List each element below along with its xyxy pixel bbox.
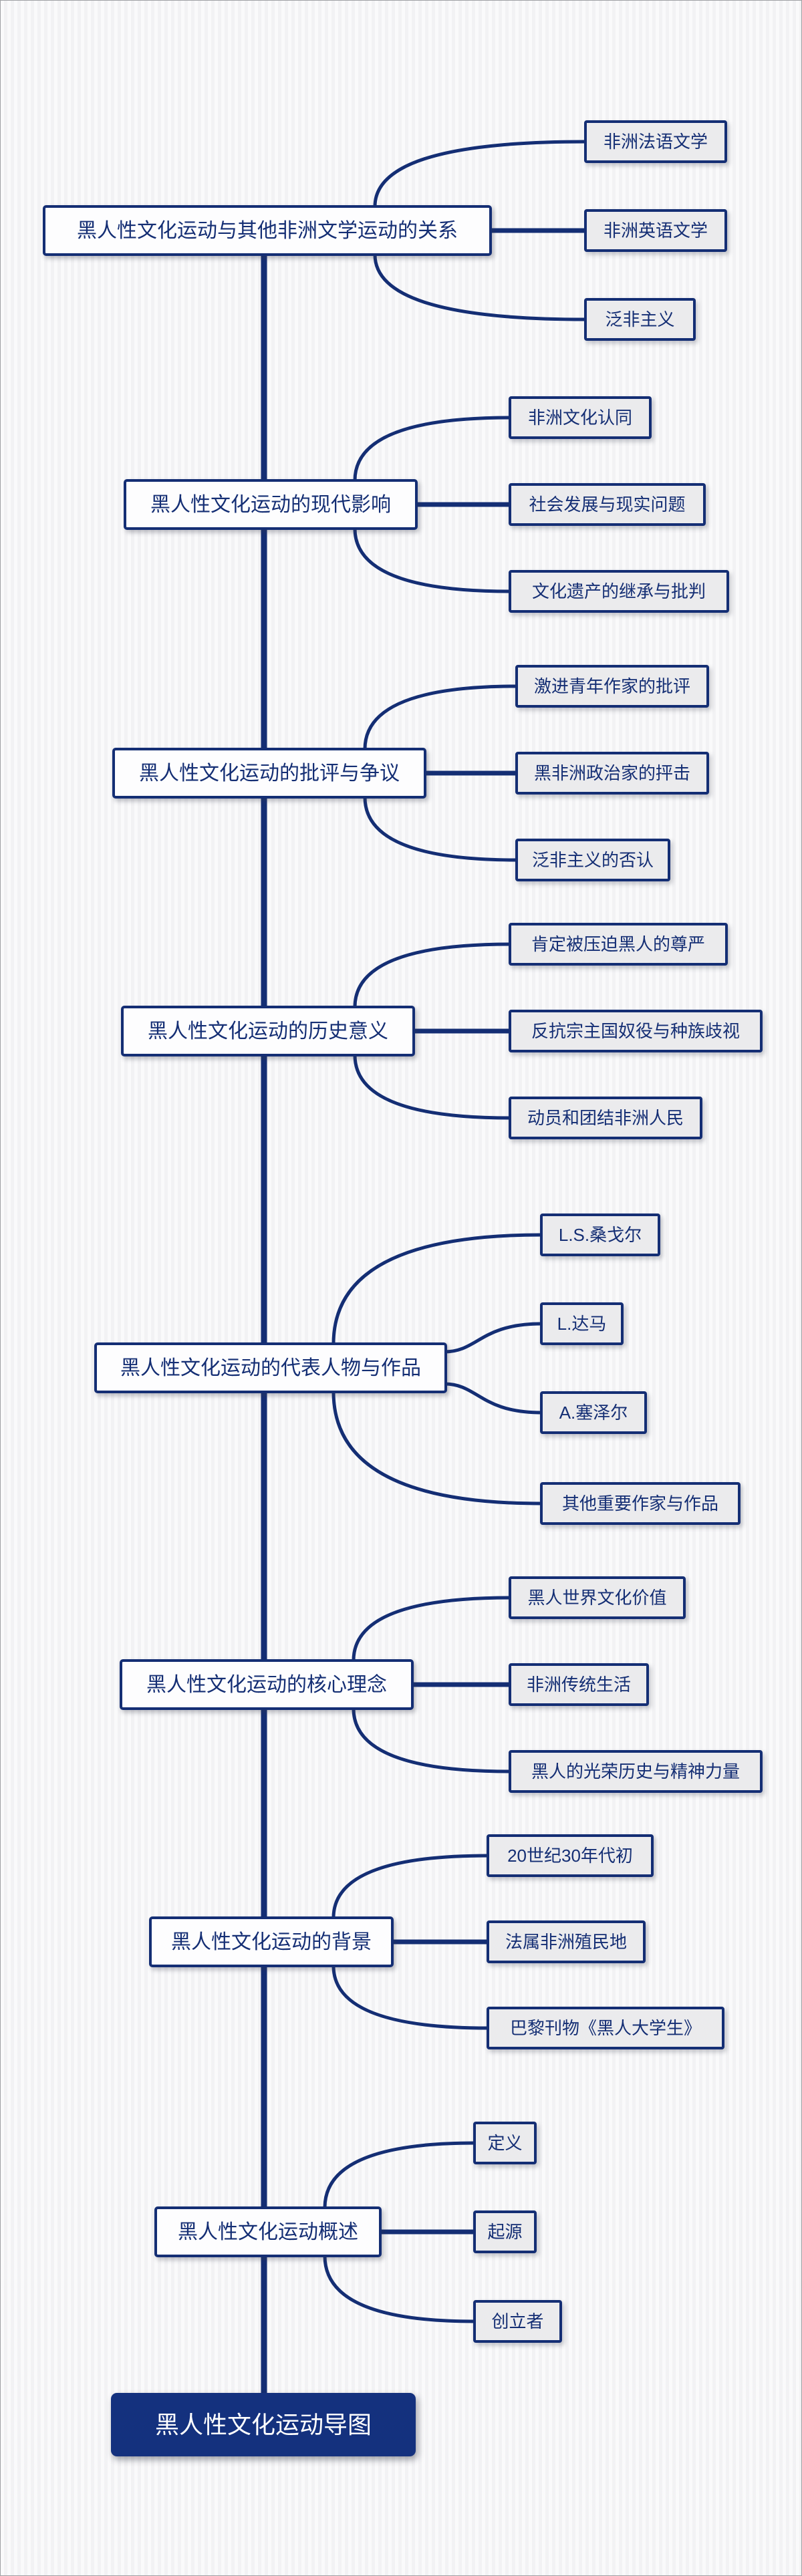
subtopic-african-anglophone-literature[interactable]: 非洲英语文学	[584, 209, 727, 252]
subtopic-origin[interactable]: 起源	[473, 2210, 537, 2253]
connector	[331, 1233, 543, 1346]
subtopic-paris-journal-black-student[interactable]: 巴黎刊物《黑人大学生》	[487, 2007, 724, 2049]
connector	[352, 1596, 512, 1663]
subtopic-label: 社会发展与现实问题	[529, 494, 686, 515]
subtopic-early-1930s[interactable]: 20世纪30年代初	[487, 1834, 654, 1877]
branch-topic-label: 黑人性文化运动概述	[178, 2221, 358, 2243]
connector	[331, 1854, 490, 1920]
branch-topic-overview[interactable]: 黑人性文化运动概述	[154, 2206, 382, 2257]
branch-topic-relations[interactable]: 黑人性文化运动与其他非洲文学运动的关系	[43, 205, 492, 256]
subtopic-glorious-history-spiritual-strength[interactable]: 黑人的光荣历史与精神力量	[509, 1750, 763, 1793]
branch-topic-label: 黑人性文化运动的批评与争议	[139, 762, 400, 784]
branch-topic-core-ideas[interactable]: 黑人性文化运动的核心理念	[120, 1659, 414, 1710]
connector	[331, 1390, 543, 1506]
subtopic-label: 非洲英语文学	[603, 220, 708, 241]
connector	[442, 1382, 543, 1415]
subtopic-other-important-writers-works[interactable]: 其他重要作家与作品	[540, 1482, 741, 1525]
subtopic-ls-senghor[interactable]: L.S.桑戈尔	[540, 1213, 660, 1256]
subtopic-heritage-inheritance-critique[interactable]: 文化遗产的继承与批判	[509, 570, 729, 613]
branch-topic-label: 黑人性文化运动的背景	[171, 1930, 372, 1953]
subtopic-label: 反抗宗主国奴役与种族歧视	[531, 1020, 740, 1041]
subtopic-black-african-politicians-attack[interactable]: 黑非洲政治家的抨击	[515, 752, 709, 795]
subtopic-social-development-issues[interactable]: 社会发展与现实问题	[509, 483, 706, 526]
subtopic-label: 黑非洲政治家的抨击	[533, 762, 690, 783]
subtopic-label: 泛非主义的否认	[531, 849, 654, 870]
branch-topic-criticism-controversy[interactable]: 黑人性文化运动的批评与争议	[112, 748, 426, 799]
branch-topic-background[interactable]: 黑人性文化运动的背景	[149, 1916, 394, 1967]
subtopic-mobilize-unite-african-people[interactable]: 动员和团结非洲人民	[509, 1097, 702, 1139]
root-label: 黑人性文化运动导图	[154, 2410, 372, 2438]
subtopic-french-african-colonies[interactable]: 法属非洲殖民地	[487, 1920, 646, 1963]
subtopic-label: 文化遗产的继承与批判	[531, 581, 706, 601]
subtopic-label: 黑人的光荣历史与精神力量	[531, 1761, 740, 1781]
connector	[331, 1964, 490, 2030]
subtopic-label: 20世纪30年代初	[507, 1845, 633, 1866]
subtopic-label: 非洲法语文学	[603, 131, 708, 152]
subtopic-african-cultural-identity[interactable]: 非洲文化认同	[509, 396, 652, 439]
branch-topic-modern-influence[interactable]: 黑人性文化运动的现代影响	[124, 479, 418, 530]
connector	[353, 1053, 512, 1120]
subtopic-black-world-cultural-value[interactable]: 黑人世界文化价值	[509, 1576, 686, 1619]
branch-topic-label: 黑人性文化运动与其他非洲文学运动的关系	[77, 219, 458, 242]
connector	[363, 795, 519, 862]
root-node[interactable]: 黑人性文化运动导图	[111, 2393, 416, 2456]
branch-topic-representative-figures-works[interactable]: 黑人性文化运动的代表人物与作品	[94, 1342, 447, 1393]
subtopic-label: 非洲文化认同	[527, 407, 632, 428]
subtopic-pan-africanism[interactable]: 泛非主义	[584, 298, 696, 341]
subtopic-african-traditional-life[interactable]: 非洲传统生活	[509, 1663, 649, 1706]
connector	[373, 253, 587, 321]
connector	[373, 140, 587, 208]
subtopic-founders[interactable]: 创立者	[473, 2300, 562, 2343]
subtopic-label: A.塞泽尔	[559, 1402, 628, 1423]
connector	[323, 2254, 477, 2323]
subtopic-label: L.S.桑戈尔	[558, 1224, 642, 1245]
connector	[442, 1322, 543, 1354]
subtopic-a-cesaire[interactable]: A.塞泽尔	[540, 1391, 647, 1434]
subtopic-radical-young-writers-criticism[interactable]: 激进青年作家的批评	[515, 665, 709, 708]
subtopic-resist-colonial-slavery-racism[interactable]: 反抗宗主国奴役与种族歧视	[509, 1010, 763, 1052]
subtopic-label: 泛非主义	[605, 309, 675, 329]
branch-topic-label: 黑人性文化运动的现代影响	[150, 493, 391, 516]
subtopic-label: 动员和团结非洲人民	[527, 1107, 684, 1128]
connector	[352, 1707, 512, 1773]
connector	[323, 2141, 477, 2210]
subtopic-affirm-dignity-oppressed-blacks[interactable]: 肯定被压迫黑人的尊严	[509, 923, 728, 966]
connector	[363, 684, 519, 751]
subtopic-label: 肯定被压迫黑人的尊严	[531, 934, 705, 954]
subtopic-label: 创立者	[491, 2311, 544, 2331]
subtopic-label: 黑人世界文化价值	[527, 1587, 667, 1608]
subtopic-definition[interactable]: 定义	[473, 2122, 537, 2164]
subtopic-pan-africanism-denial[interactable]: 泛非主义的否认	[515, 839, 670, 881]
subtopic-label: 其他重要作家与作品	[561, 1493, 718, 1514]
subtopic-l-damas[interactable]: L.达马	[540, 1302, 624, 1345]
subtopic-label: 巴黎刊物《黑人大学生》	[509, 2017, 701, 2038]
connector	[353, 416, 512, 482]
subtopic-african-francophone-literature[interactable]: 非洲法语文学	[584, 120, 727, 163]
subtopic-label: 定义	[487, 2132, 523, 2153]
subtopic-label: 起源	[487, 2221, 523, 2242]
subtopic-label: 激进青年作家的批评	[533, 676, 690, 696]
branch-topic-label: 黑人性文化运动的代表人物与作品	[120, 1356, 421, 1379]
subtopic-label: L.达马	[557, 1313, 607, 1334]
connector	[353, 942, 512, 1009]
branch-topic-label: 黑人性文化运动的核心理念	[146, 1673, 387, 1696]
subtopic-label: 法属非洲殖民地	[505, 1931, 627, 1952]
branch-topic-label: 黑人性文化运动的历史意义	[148, 1020, 388, 1042]
connector	[353, 527, 512, 593]
subtopic-label: 非洲传统生活	[526, 1674, 631, 1695]
branch-topic-historical-significance[interactable]: 黑人性文化运动的历史意义	[121, 1006, 415, 1056]
